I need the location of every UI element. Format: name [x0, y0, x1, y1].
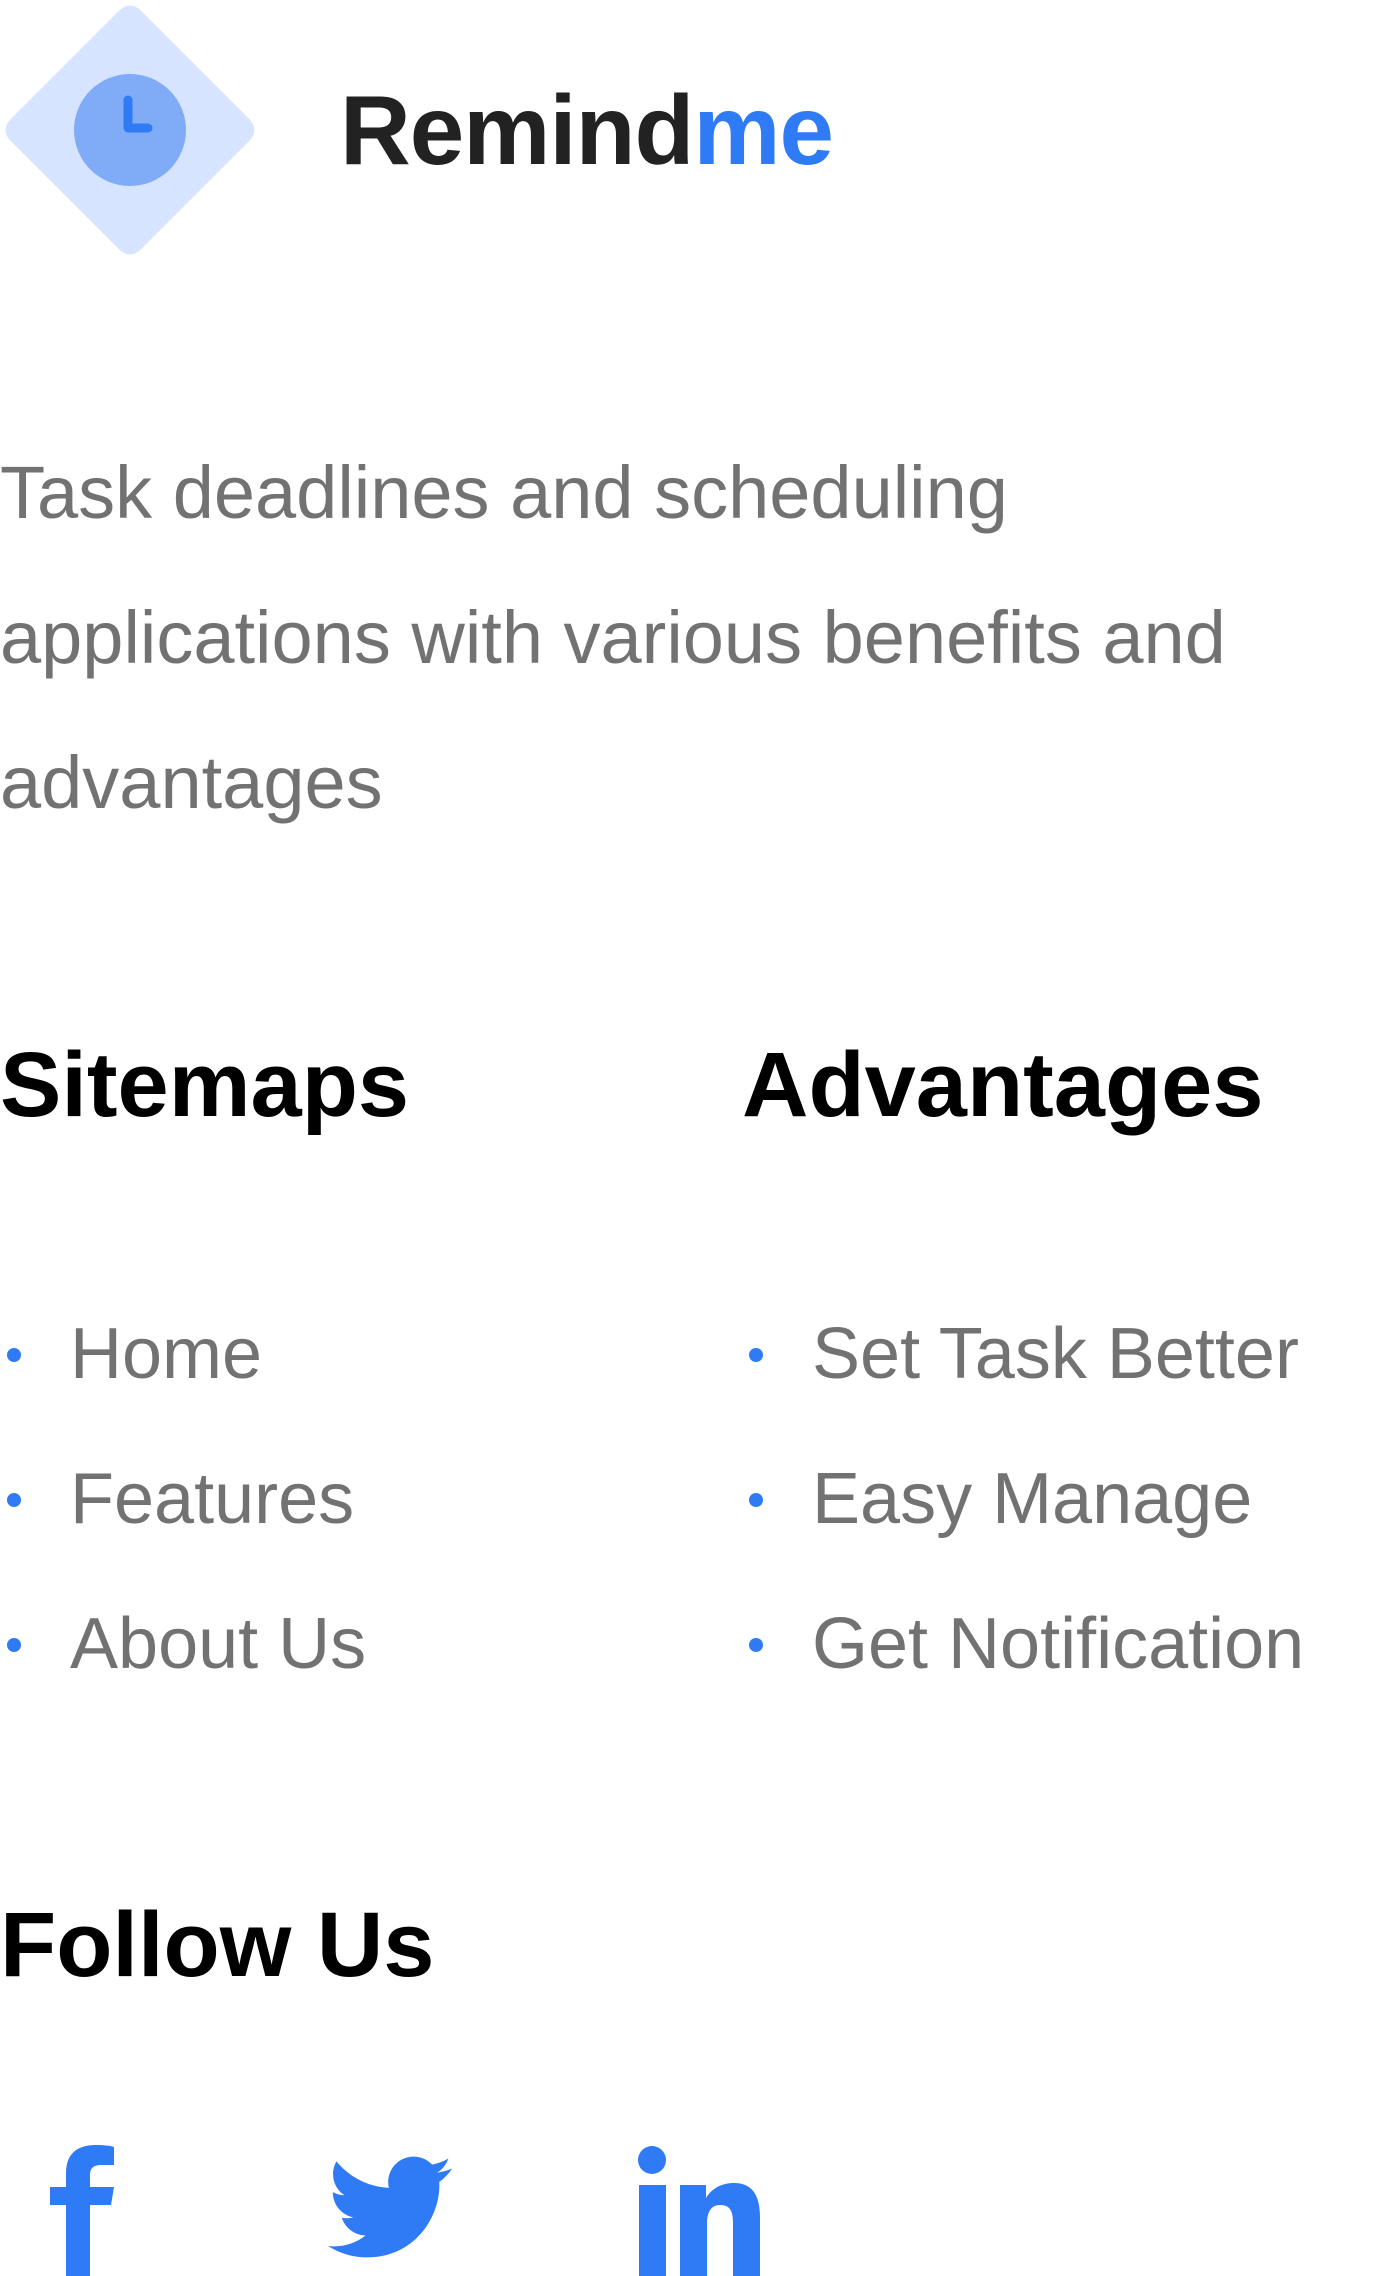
advantage-item-label: Easy Manage: [812, 1459, 1253, 1539]
bullet-icon: [7, 1493, 21, 1507]
sitemap-link-label: About Us: [70, 1604, 367, 1684]
sitemap-link-about-us[interactable]: About Us: [0, 1580, 366, 1725]
advantage-item-label: Get Notification: [812, 1604, 1305, 1684]
bullet-icon: [7, 1638, 21, 1652]
linkedin-icon: [638, 2146, 760, 2276]
sitemap-link-label: Features: [70, 1459, 355, 1539]
linkedin-link[interactable]: [636, 2145, 760, 2276]
advantages-list: Set Task Better Easy Manage Get Notifica…: [742, 1290, 1304, 1725]
advantage-item-set-task-better[interactable]: Set Task Better: [742, 1290, 1304, 1435]
sitemaps-heading: Sitemaps: [0, 1034, 410, 1136]
sitemaps-list: Home Features About Us: [0, 1290, 366, 1725]
sitemap-link-features[interactable]: Features: [0, 1435, 366, 1580]
bullet-icon: [7, 1348, 21, 1362]
brand-name-accent: me: [693, 75, 834, 185]
tagline: Task deadlines and scheduling applicatio…: [0, 451, 1226, 824]
twitter-link[interactable]: [328, 2145, 452, 2276]
clock-icon: [5, 5, 255, 255]
advantage-item-get-notification[interactable]: Get Notification: [742, 1580, 1304, 1725]
brand-name-primary: Remind: [340, 75, 694, 185]
follow-us-heading: Follow Us: [0, 1894, 435, 1996]
logo-mark[interactable]: [0, 0, 260, 260]
advantage-item-easy-manage[interactable]: Easy Manage: [742, 1435, 1304, 1580]
bullet-icon: [749, 1493, 763, 1507]
advantage-item-label: Set Task Better: [812, 1314, 1299, 1394]
brand-name[interactable]: Remindme: [340, 72, 834, 190]
bullet-icon: [749, 1638, 763, 1652]
facebook-link[interactable]: [48, 2145, 118, 2276]
facebook-icon: [50, 2145, 114, 2276]
twitter-icon: [328, 2156, 452, 2258]
bullet-icon: [749, 1348, 763, 1362]
advantages-heading: Advantages: [742, 1034, 1264, 1136]
sitemap-link-home[interactable]: Home: [0, 1290, 366, 1435]
sitemap-link-label: Home: [70, 1314, 263, 1394]
